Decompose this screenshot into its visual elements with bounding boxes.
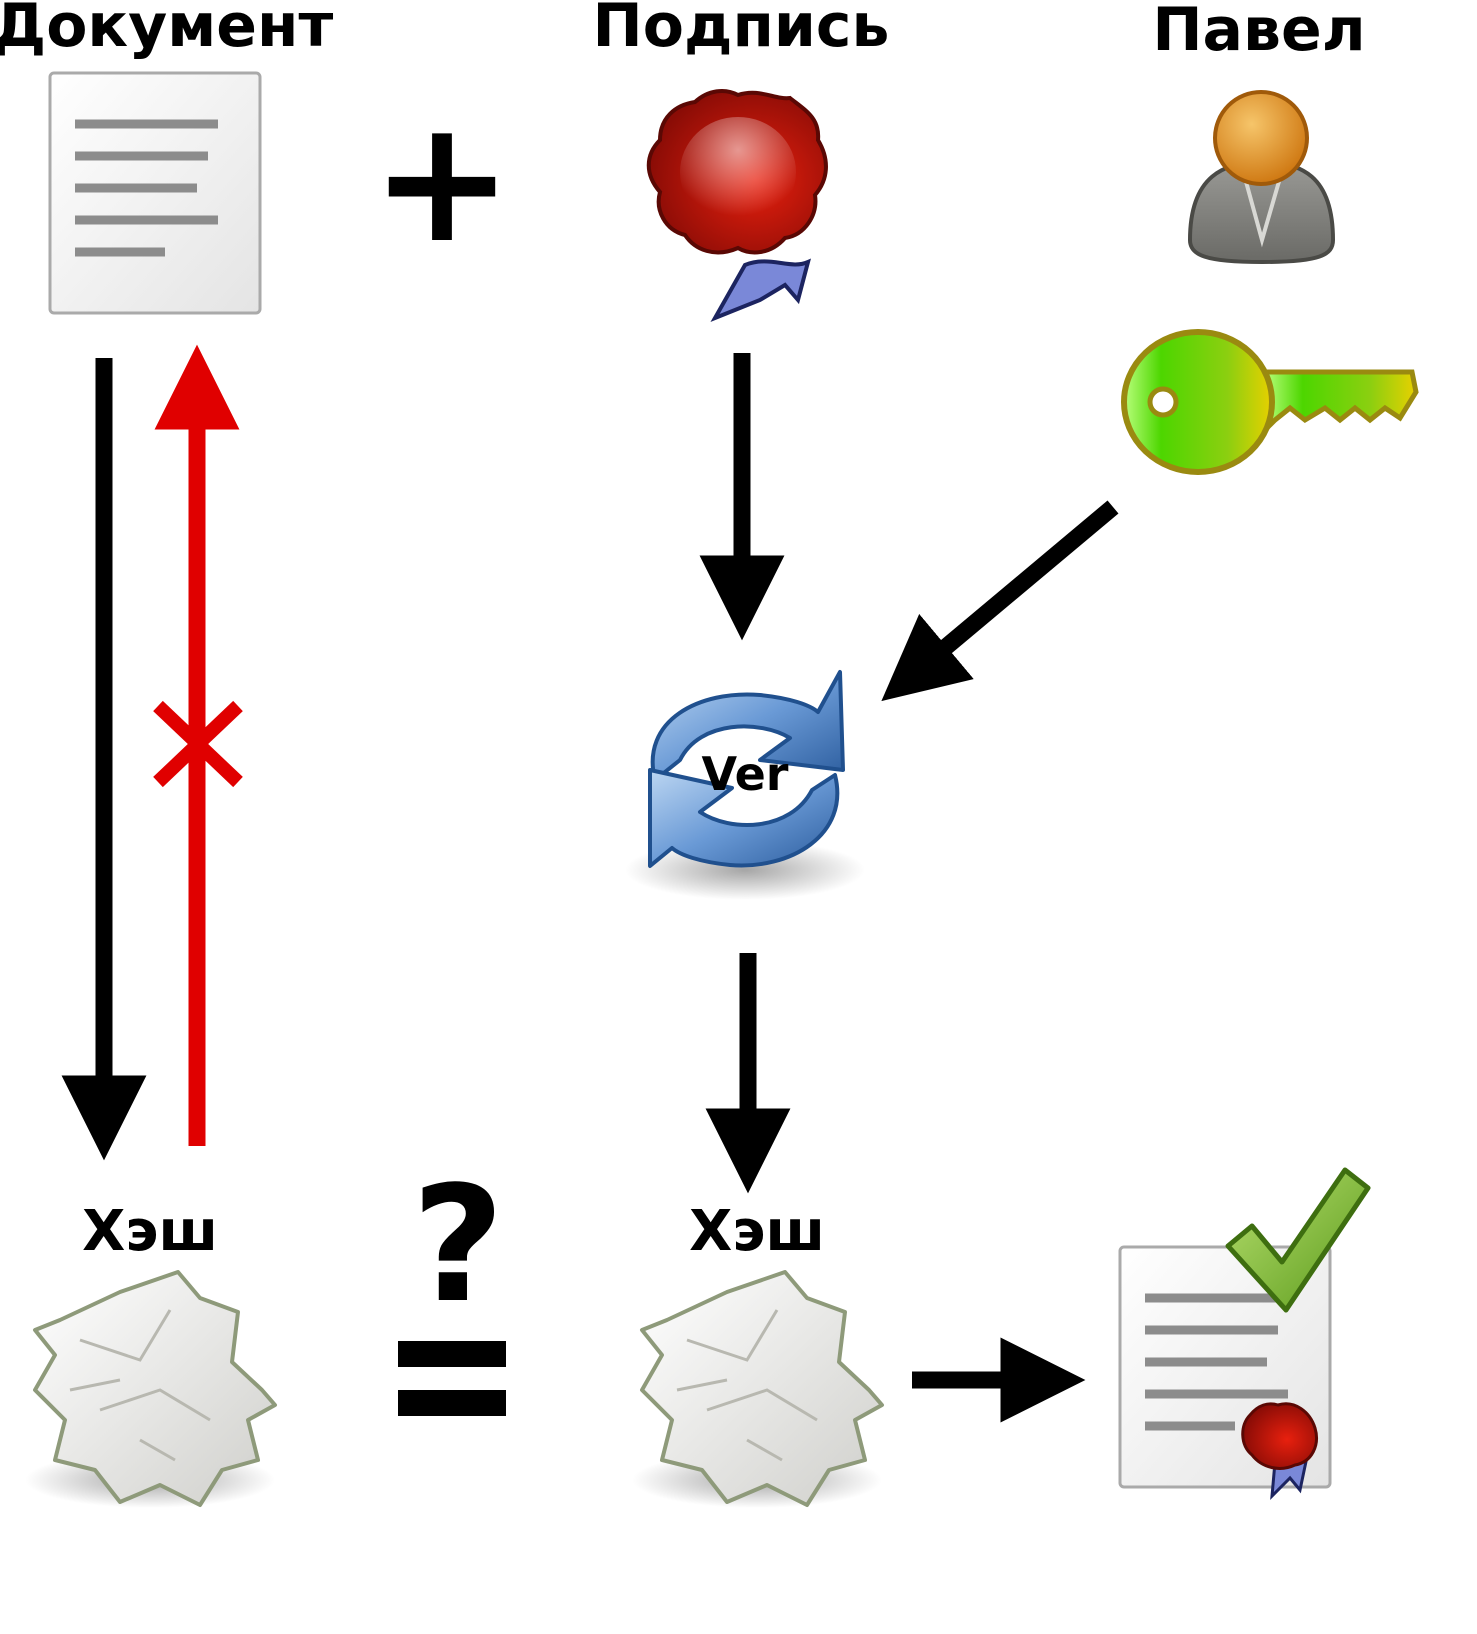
key-icon xyxy=(1121,329,1419,475)
hash-left-label: Хэш xyxy=(82,1199,218,1264)
verify-label: Ver xyxy=(702,747,789,801)
verified-signed-document-icon xyxy=(1118,1167,1371,1500)
wax-seal-icon xyxy=(646,88,828,322)
signature-label: Подпись xyxy=(593,0,890,61)
document-icon xyxy=(48,71,262,315)
question-operator: ? xyxy=(412,1151,505,1338)
crumpled-paper-icon-left xyxy=(25,1270,277,1508)
person-label: Павел xyxy=(1152,0,1365,65)
hash-right-label: Хэш xyxy=(689,1199,825,1264)
crumpled-paper-icon-right xyxy=(632,1270,884,1508)
key-to-verify-arrow xyxy=(881,500,1119,702)
document-label: Документ xyxy=(0,0,333,61)
plus-operator: + xyxy=(371,83,513,281)
blocked-cross-icon xyxy=(153,700,243,788)
refresh-icon xyxy=(625,670,865,900)
user-icon xyxy=(1187,90,1336,265)
equals-operator xyxy=(398,1341,506,1416)
